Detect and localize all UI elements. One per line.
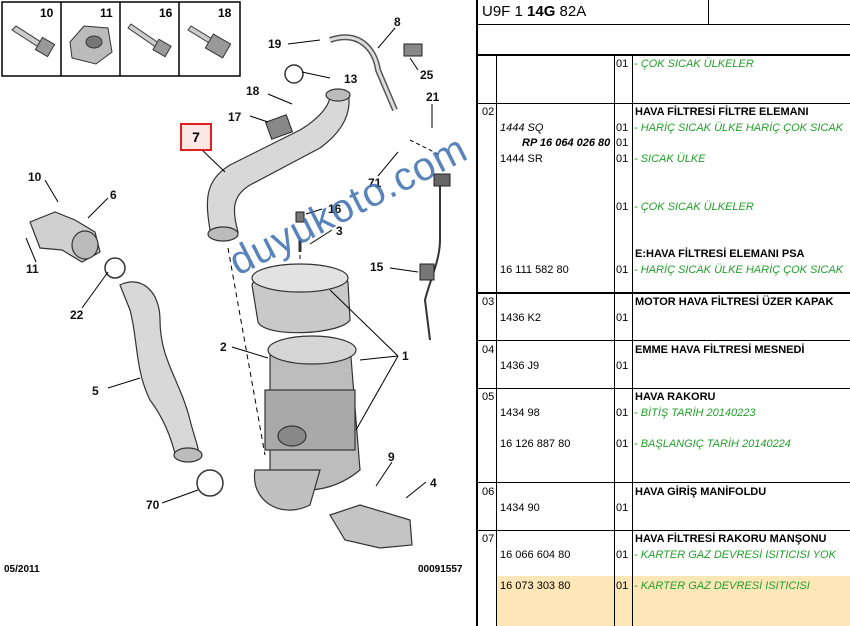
note: - BİTİŞ TARİH 20140223 [634,407,756,419]
callout-4[interactable]: 4 [430,476,437,490]
note: - ÇOK SICAK ÜLKELER [634,58,754,70]
callout-5[interactable]: 5 [92,384,99,398]
callout-3[interactable]: 3 [336,224,343,238]
qty: 01 [616,580,629,592]
qty: 01 [616,122,629,134]
callout-25[interactable]: 25 [420,68,434,82]
qty: 01 [616,137,629,149]
ring-22-shape [104,257,126,279]
part-ref[interactable]: 16 126 887 80 [500,438,571,450]
part-ref[interactable]: 1444 SR [500,153,543,165]
part-title: HAVA FİLTRESİ RAKORU MANŞONU [635,533,827,545]
callout-19[interactable]: 19 [268,37,282,51]
part-title: EMME HAVA FİLTRESİ MESNEDİ [635,344,805,356]
callout-18[interactable]: 18 [246,84,260,98]
hose-7-shape [206,88,351,242]
thumb-label-16: 16 [159,6,173,20]
qty: 01 [616,360,629,372]
part-ref[interactable]: 1434 98 [500,407,540,419]
callout-6[interactable]: 6 [110,188,117,202]
part-ref[interactable]: 16 066 604 80 [500,549,571,561]
qty: 01 [616,549,629,561]
callout-17[interactable]: 17 [228,110,242,124]
part-title: E:HAVA FİLTRESİ ELEMANI PSA [635,248,805,260]
callout-10[interactable]: 10 [28,170,42,184]
note: - KARTER GAZ DEVRESİ ISITICISI [634,580,810,592]
parts-diagram: 10 11 16 18 8 19 13 25 18 17 21 71 10 6 … [1,1,463,575]
diagram-date: 05/2011 [4,564,40,575]
qty: 01 [616,312,629,324]
part-ref[interactable]: 16 073 303 80 [500,580,571,592]
callout-70[interactable]: 70 [146,498,160,512]
part-ref[interactable]: 1444 SQ [500,122,544,134]
qty: 01 [616,438,629,450]
bolt-10-icon [11,25,56,58]
thumb-label-11: 11 [100,6,113,20]
note: - SICAK ÜLKE [634,153,706,165]
bolt-18-icon [187,25,232,59]
part-title: MOTOR HAVA FİLTRESİ ÜZER KAPAK [635,296,834,308]
callout-8[interactable]: 8 [394,15,401,29]
part-ref[interactable]: 1436 K2 [500,312,541,324]
callout-2[interactable]: 2 [220,340,227,354]
callout-7-highlight[interactable]: 7 [180,123,212,151]
note: - HARİÇ SICAK ÜLKE HARİÇ ÇOK SICAK [634,122,844,134]
intake-6-shape [29,211,101,263]
qty: 01 [616,58,629,70]
note: - ÇOK SICAK ÜLKELER [634,201,754,213]
connector-25-shape [403,43,423,57]
thumb-label-10: 10 [40,6,54,20]
filter-housing-shape [251,263,361,511]
part-ref[interactable]: 1434 90 [500,502,540,514]
note: - BAŞLANGIÇ TARİH 20140224 [634,438,791,450]
callout-11[interactable]: 11 [26,262,39,276]
callout-13[interactable]: 13 [344,72,358,86]
callout-16[interactable]: 16 [328,202,342,216]
group-number: 06 [482,486,495,498]
parts-table: U9F 1 14G 82A 01 - ÇOK SICAK ÜLKELER 02 … [476,0,850,626]
clamp-70-shape [196,469,224,497]
part-ref[interactable]: 16 111 582 80 [500,264,569,276]
part-17-shape [264,114,294,140]
qty: 01 [616,264,629,276]
qty: 01 [616,201,629,213]
group-number: 05 [482,391,495,403]
bolt-16-icon [127,23,172,58]
callout-1[interactable]: 1 [402,349,409,363]
note: - HARİÇ SICAK ÜLKE HARİÇ ÇOK SICAK [634,264,844,276]
engine-code: U9F 1 14G 82A [482,3,587,20]
callout-9[interactable]: 9 [388,450,395,464]
part-ref[interactable]: RP 16 064 026 80 [522,137,611,149]
hose-5-shape [119,281,203,463]
callout-22[interactable]: 22 [70,308,84,322]
wire-15-shape [423,180,441,341]
callout-71[interactable]: 71 [368,176,382,190]
leader-lines [25,27,441,504]
thumb-frame [1,1,241,77]
table-header: U9F 1 14G 82A [478,0,850,25]
group-number: 02 [482,106,495,118]
part-title: HAVA GİRİŞ MANİFOLDU [635,486,767,498]
thumb-label-18: 18 [218,6,232,20]
bracket-4-shape [329,504,413,549]
group-number: 07 [482,533,495,545]
selected-row-highlight [496,576,850,626]
clip-13-shape [284,64,304,84]
nut-11-icon [69,25,113,65]
drawing-number: 00091557 [418,564,463,575]
qty: 01 [616,502,629,514]
diagram-drawing [1,1,451,549]
qty: 01 [616,407,629,419]
group-number: 03 [482,296,495,308]
part-title: HAVA FİLTRESİ FİLTRE ELEMANI [635,106,809,118]
callout-21[interactable]: 21 [426,90,440,104]
group-number: 04 [482,344,495,356]
part-title: HAVA RAKORU [635,391,716,403]
qty: 01 [616,153,629,165]
part-ref[interactable]: 1436 J9 [500,360,540,372]
callout-15[interactable]: 15 [370,260,384,274]
header-spacer [478,24,850,56]
note: - KARTER GAZ DEVRESİ ISITICISI YOK [634,549,836,561]
